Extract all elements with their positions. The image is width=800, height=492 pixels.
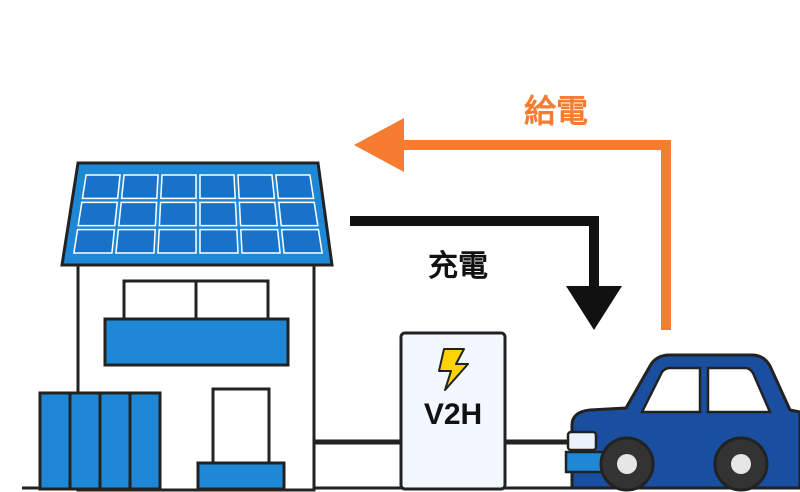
solar-cell [157,228,197,254]
balcony [103,317,290,367]
solar-cell [115,228,156,254]
solar-cell [275,174,315,200]
solar-cell [81,174,121,200]
solar-panel-cells [73,174,323,254]
solar-cell [73,228,116,254]
charge-label: 充電 [428,249,488,284]
lightning-bolt-icon [438,348,469,391]
headlight [566,430,598,452]
solar-cell [117,201,158,227]
solar-cell [158,201,197,227]
solar-cell [77,201,119,227]
solar-cell [199,201,238,227]
electric-car-icon [564,353,800,492]
solar-cell [199,174,236,200]
supply-arrow [354,118,671,330]
front-wheel [599,436,655,492]
door-step [196,461,286,491]
solar-cell [199,228,239,254]
supply-label: 給電 [524,92,588,130]
v2h-label: V2H [424,398,482,431]
v2h-charger-icon: V2H [399,331,507,491]
solar-cell [240,228,281,254]
rear-wheel [713,436,769,492]
solar-cell [160,174,197,200]
solar-cell [280,228,323,254]
door [211,387,271,467]
solar-cell [237,174,276,200]
solar-cell [238,201,279,227]
solar-cell [277,201,319,227]
charge-arrow [350,216,622,330]
solar-cell [120,174,159,200]
house-with-solar-panel-icon [38,161,334,492]
storage-battery-unit [38,391,162,491]
